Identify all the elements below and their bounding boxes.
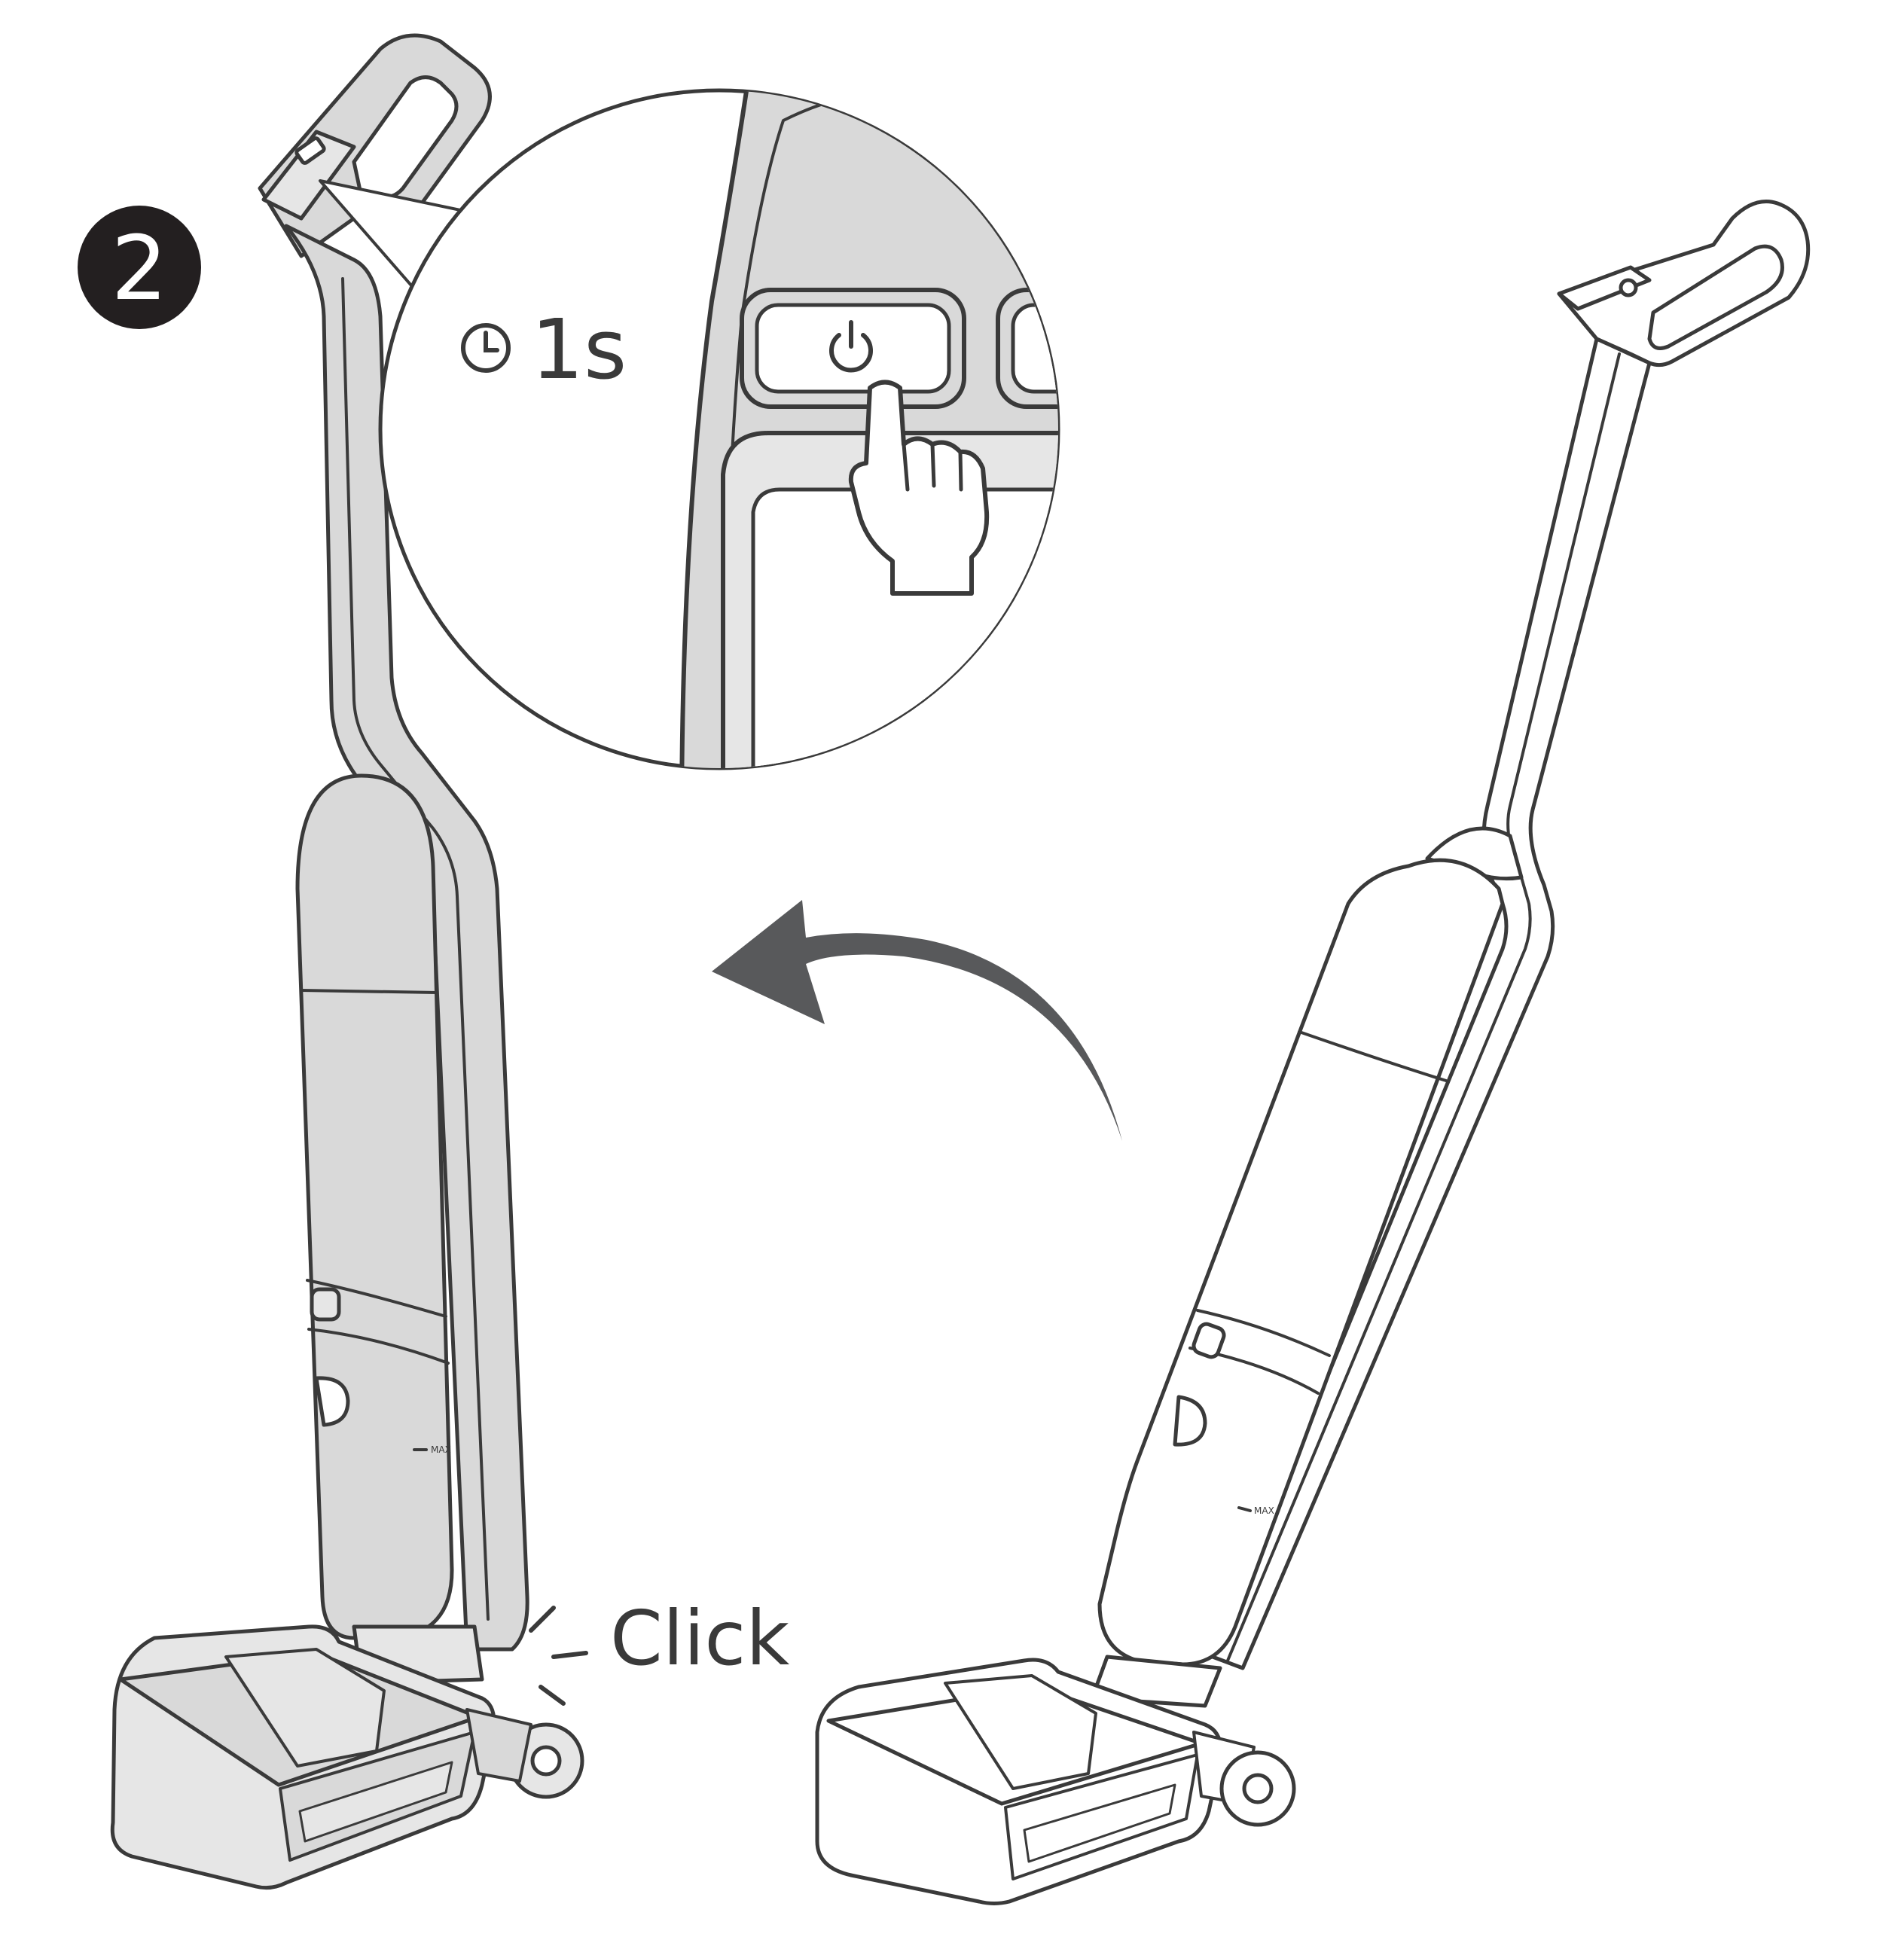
floor-head-front-slot-tilted — [1023, 1783, 1176, 1863]
vacuum-upright: MAX — [110, 33, 584, 1890]
control-buttons — [294, 136, 326, 165]
mode-icon — [1073, 333, 1085, 355]
rotation-arrow — [712, 900, 1122, 1141]
tank-handle-notch — [314, 1376, 350, 1427]
duration-label: 1s — [531, 301, 627, 398]
vacuum-tilted: MAX — [815, 200, 1811, 1905]
floor-head-front-slot — [298, 1761, 453, 1843]
power-button[interactable] — [755, 303, 951, 394]
mode-button[interactable] — [1011, 303, 1164, 394]
shaft — [284, 224, 529, 1652]
wheel-housing — [465, 1708, 532, 1783]
tank-body — [295, 773, 454, 1640]
tank-latch — [310, 1287, 341, 1322]
tank-mid-seam-tilted — [1196, 1309, 1331, 1357]
tank-top-seam-tilted — [1298, 1030, 1448, 1082]
power-icon — [829, 320, 873, 373]
tank-latch-tilted — [1192, 1322, 1226, 1359]
tank-mid-seam — [306, 1279, 447, 1318]
rear-wheel-hub — [530, 1745, 562, 1777]
floor-head-panel — [224, 1648, 386, 1768]
max-label-tilted: MAX — [1254, 1505, 1274, 1516]
handle-loop-tilted — [1557, 200, 1811, 368]
control-button-tilted — [1619, 278, 1638, 297]
tank-top-seam — [300, 989, 438, 994]
click-burst-icon — [529, 1606, 588, 1706]
step-number: 2 — [111, 216, 167, 320]
pointing-hand — [848, 380, 990, 596]
handle-opening-tilted — [1647, 244, 1784, 350]
control-head-tilted — [1557, 265, 1652, 311]
tank-body-tilted — [1097, 858, 1505, 1667]
floor-head-panel-tilted — [944, 1674, 1097, 1790]
clock-icon — [461, 323, 511, 373]
click-label: Click — [610, 1594, 789, 1682]
tank-handle-notch-tilted — [1173, 1395, 1207, 1447]
rear-wheel-hub-tilted — [1242, 1773, 1274, 1804]
tank-lower-seam — [307, 1328, 450, 1365]
max-tick-tilted — [1237, 1506, 1252, 1512]
max-label: MAX — [431, 1444, 451, 1455]
step-badge: 2 — [78, 206, 201, 329]
